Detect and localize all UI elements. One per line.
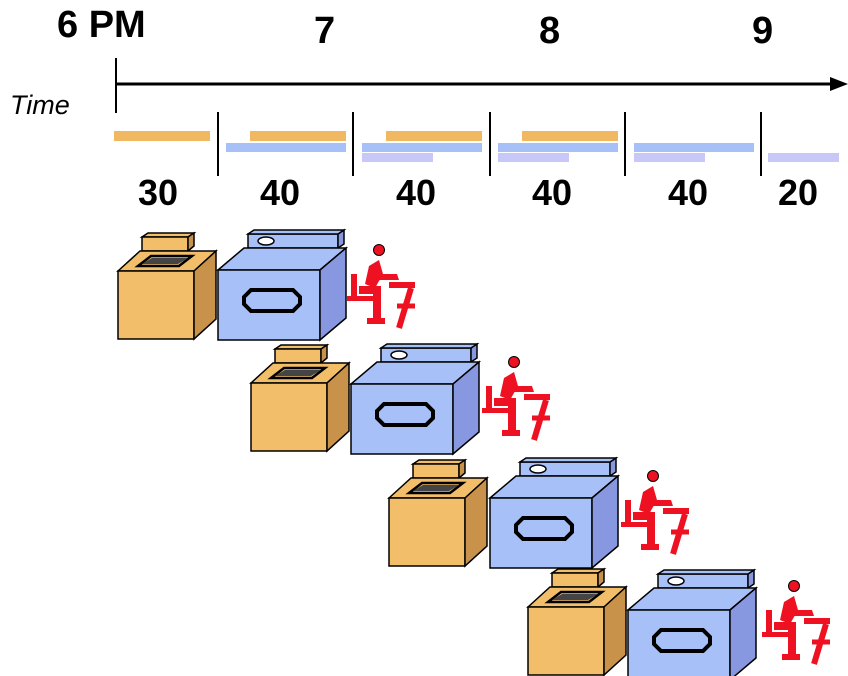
load-row-4 (526, 567, 830, 676)
dryer-icon (216, 228, 348, 342)
person-folding-icon (762, 581, 830, 665)
hour-label-9: 9 (752, 10, 774, 52)
dryer-icon (488, 456, 620, 570)
hour-label-8: 8 (539, 10, 561, 52)
washer-icon (249, 343, 351, 453)
time-axis-label: Time (10, 90, 70, 120)
washer-icon (116, 231, 218, 341)
fold-bar (768, 153, 839, 162)
dryer-icon (626, 568, 758, 676)
wash-bar (522, 131, 618, 141)
dry-bar (498, 143, 618, 152)
axis-arrowhead (830, 77, 848, 91)
dryer-icon (349, 342, 481, 456)
load-row-3 (387, 456, 689, 570)
segment-separators (217, 112, 762, 176)
dry-bar (634, 143, 754, 152)
load-row-2 (249, 342, 550, 456)
hour-label-7: 7 (314, 10, 336, 52)
load-row-1 (116, 228, 415, 342)
dry-bar (226, 143, 346, 152)
duration-label: 40 (668, 172, 709, 213)
duration-label: 40 (396, 172, 437, 213)
fold-bar (634, 153, 705, 162)
hour-label-6pm: 6 PM (57, 4, 146, 46)
stage-bars (114, 131, 839, 162)
fold-bar (498, 153, 569, 162)
person-folding-icon (482, 357, 550, 441)
washer-icon (387, 458, 489, 568)
duration-label: 40 (532, 172, 573, 213)
person-folding-icon (347, 245, 415, 329)
person-folding-icon (621, 471, 689, 555)
duration-label: 30 (138, 172, 179, 213)
washer-icon (526, 567, 628, 676)
dry-bar (362, 143, 482, 152)
duration-label: 20 (778, 172, 819, 213)
fold-bar (362, 153, 433, 162)
wash-bar (250, 131, 346, 141)
wash-bar (386, 131, 482, 141)
wash-bar (114, 131, 210, 141)
duration-label: 40 (260, 172, 301, 213)
